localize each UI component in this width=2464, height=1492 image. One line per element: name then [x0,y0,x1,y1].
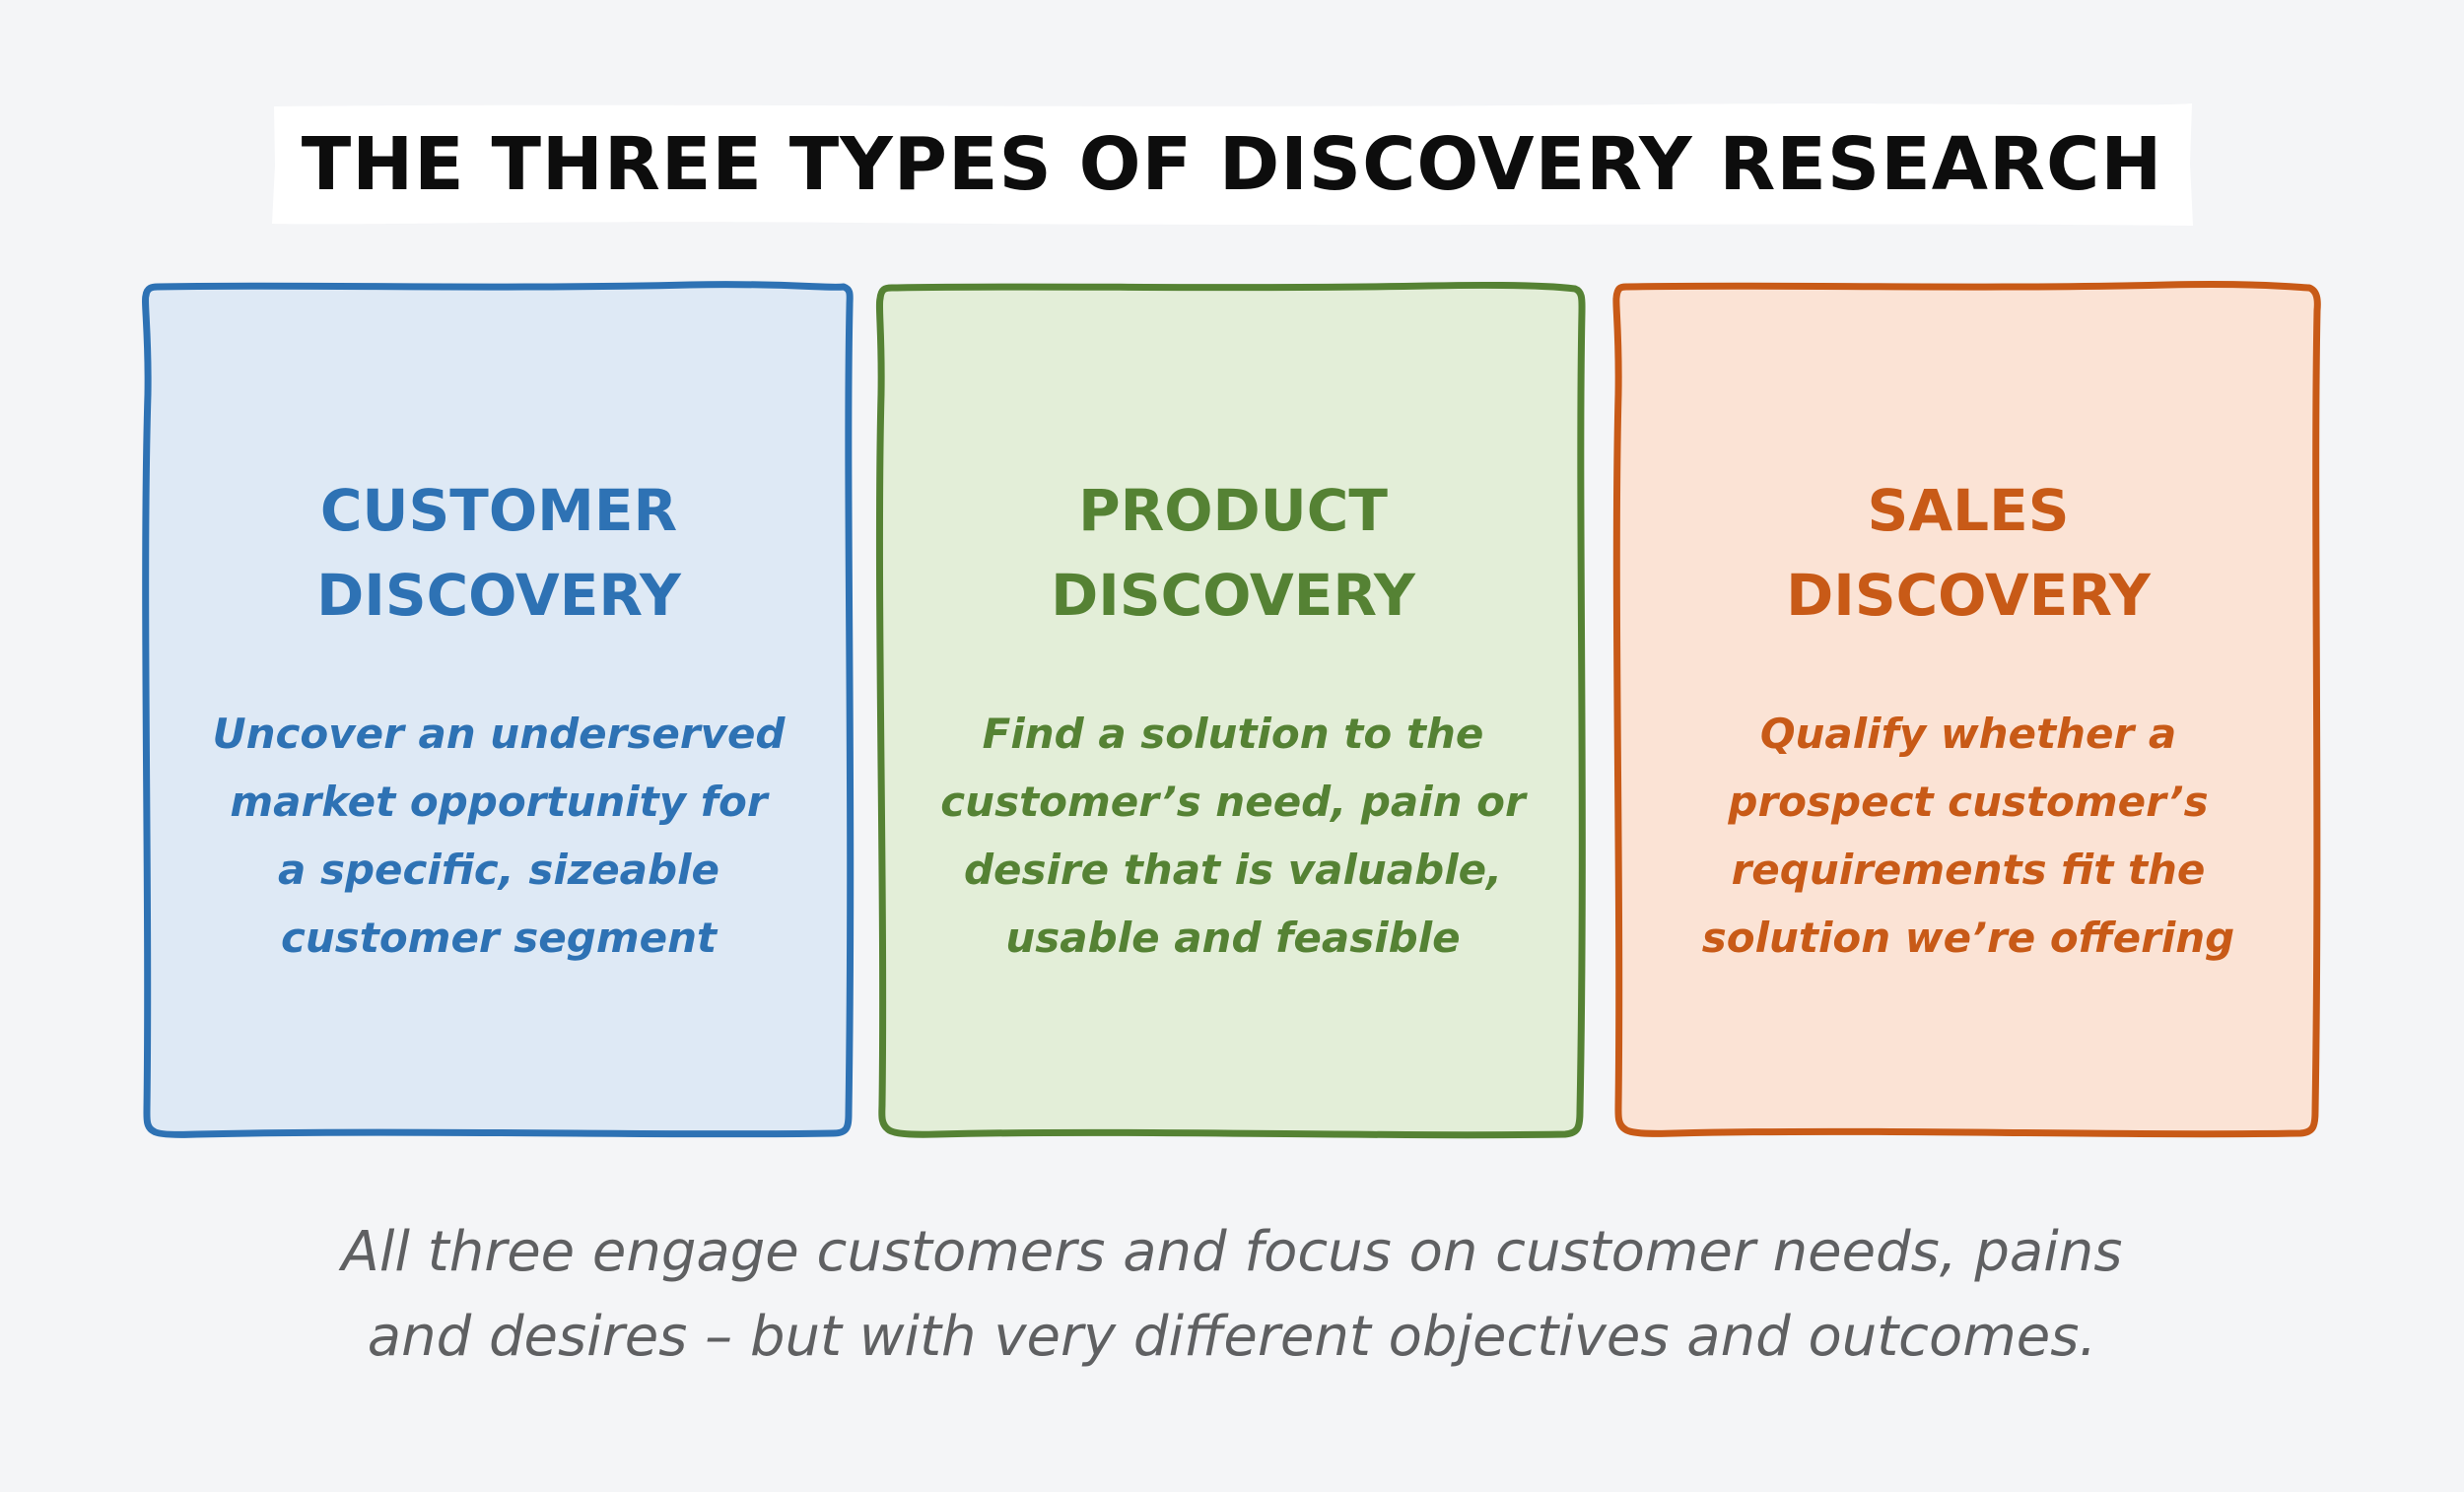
card-product-discovery: PRODUCT DISCOVERY Find a solution to the… [880,286,1586,1135]
card-description-sales: Qualify whether a prospect customer’s re… [1701,710,2235,962]
page-title: THE THREE TYPES OF DISCOVERY RESEARCH [301,122,2163,207]
card-title-product: PRODUCT DISCOVERY [1051,477,1415,629]
card-frame-product [875,281,1586,1139]
footer-note: All three engage customers and focus on … [341,1220,2123,1369]
card-sales-discovery: SALES DISCOVERY Qualify whether a prospe… [1615,286,2321,1135]
card-description-customer: Uncover an underserved market opportunit… [212,710,786,962]
card-frame-customer [142,281,855,1138]
title-banner: THE THREE TYPES OF DISCOVERY RESEARCH [268,101,2196,229]
card-description-product: Find a solution to the customer’s need, … [940,710,1526,962]
title-banner-shape [272,103,2193,226]
card-frame-sales [1612,281,2321,1138]
card-customer-discovery: CUSTOMER DISCOVERY Uncover an underserve… [146,286,852,1135]
card-title-customer: CUSTOMER DISCOVERY [316,477,681,629]
card-title-sales: SALES DISCOVERY [1786,477,2151,629]
